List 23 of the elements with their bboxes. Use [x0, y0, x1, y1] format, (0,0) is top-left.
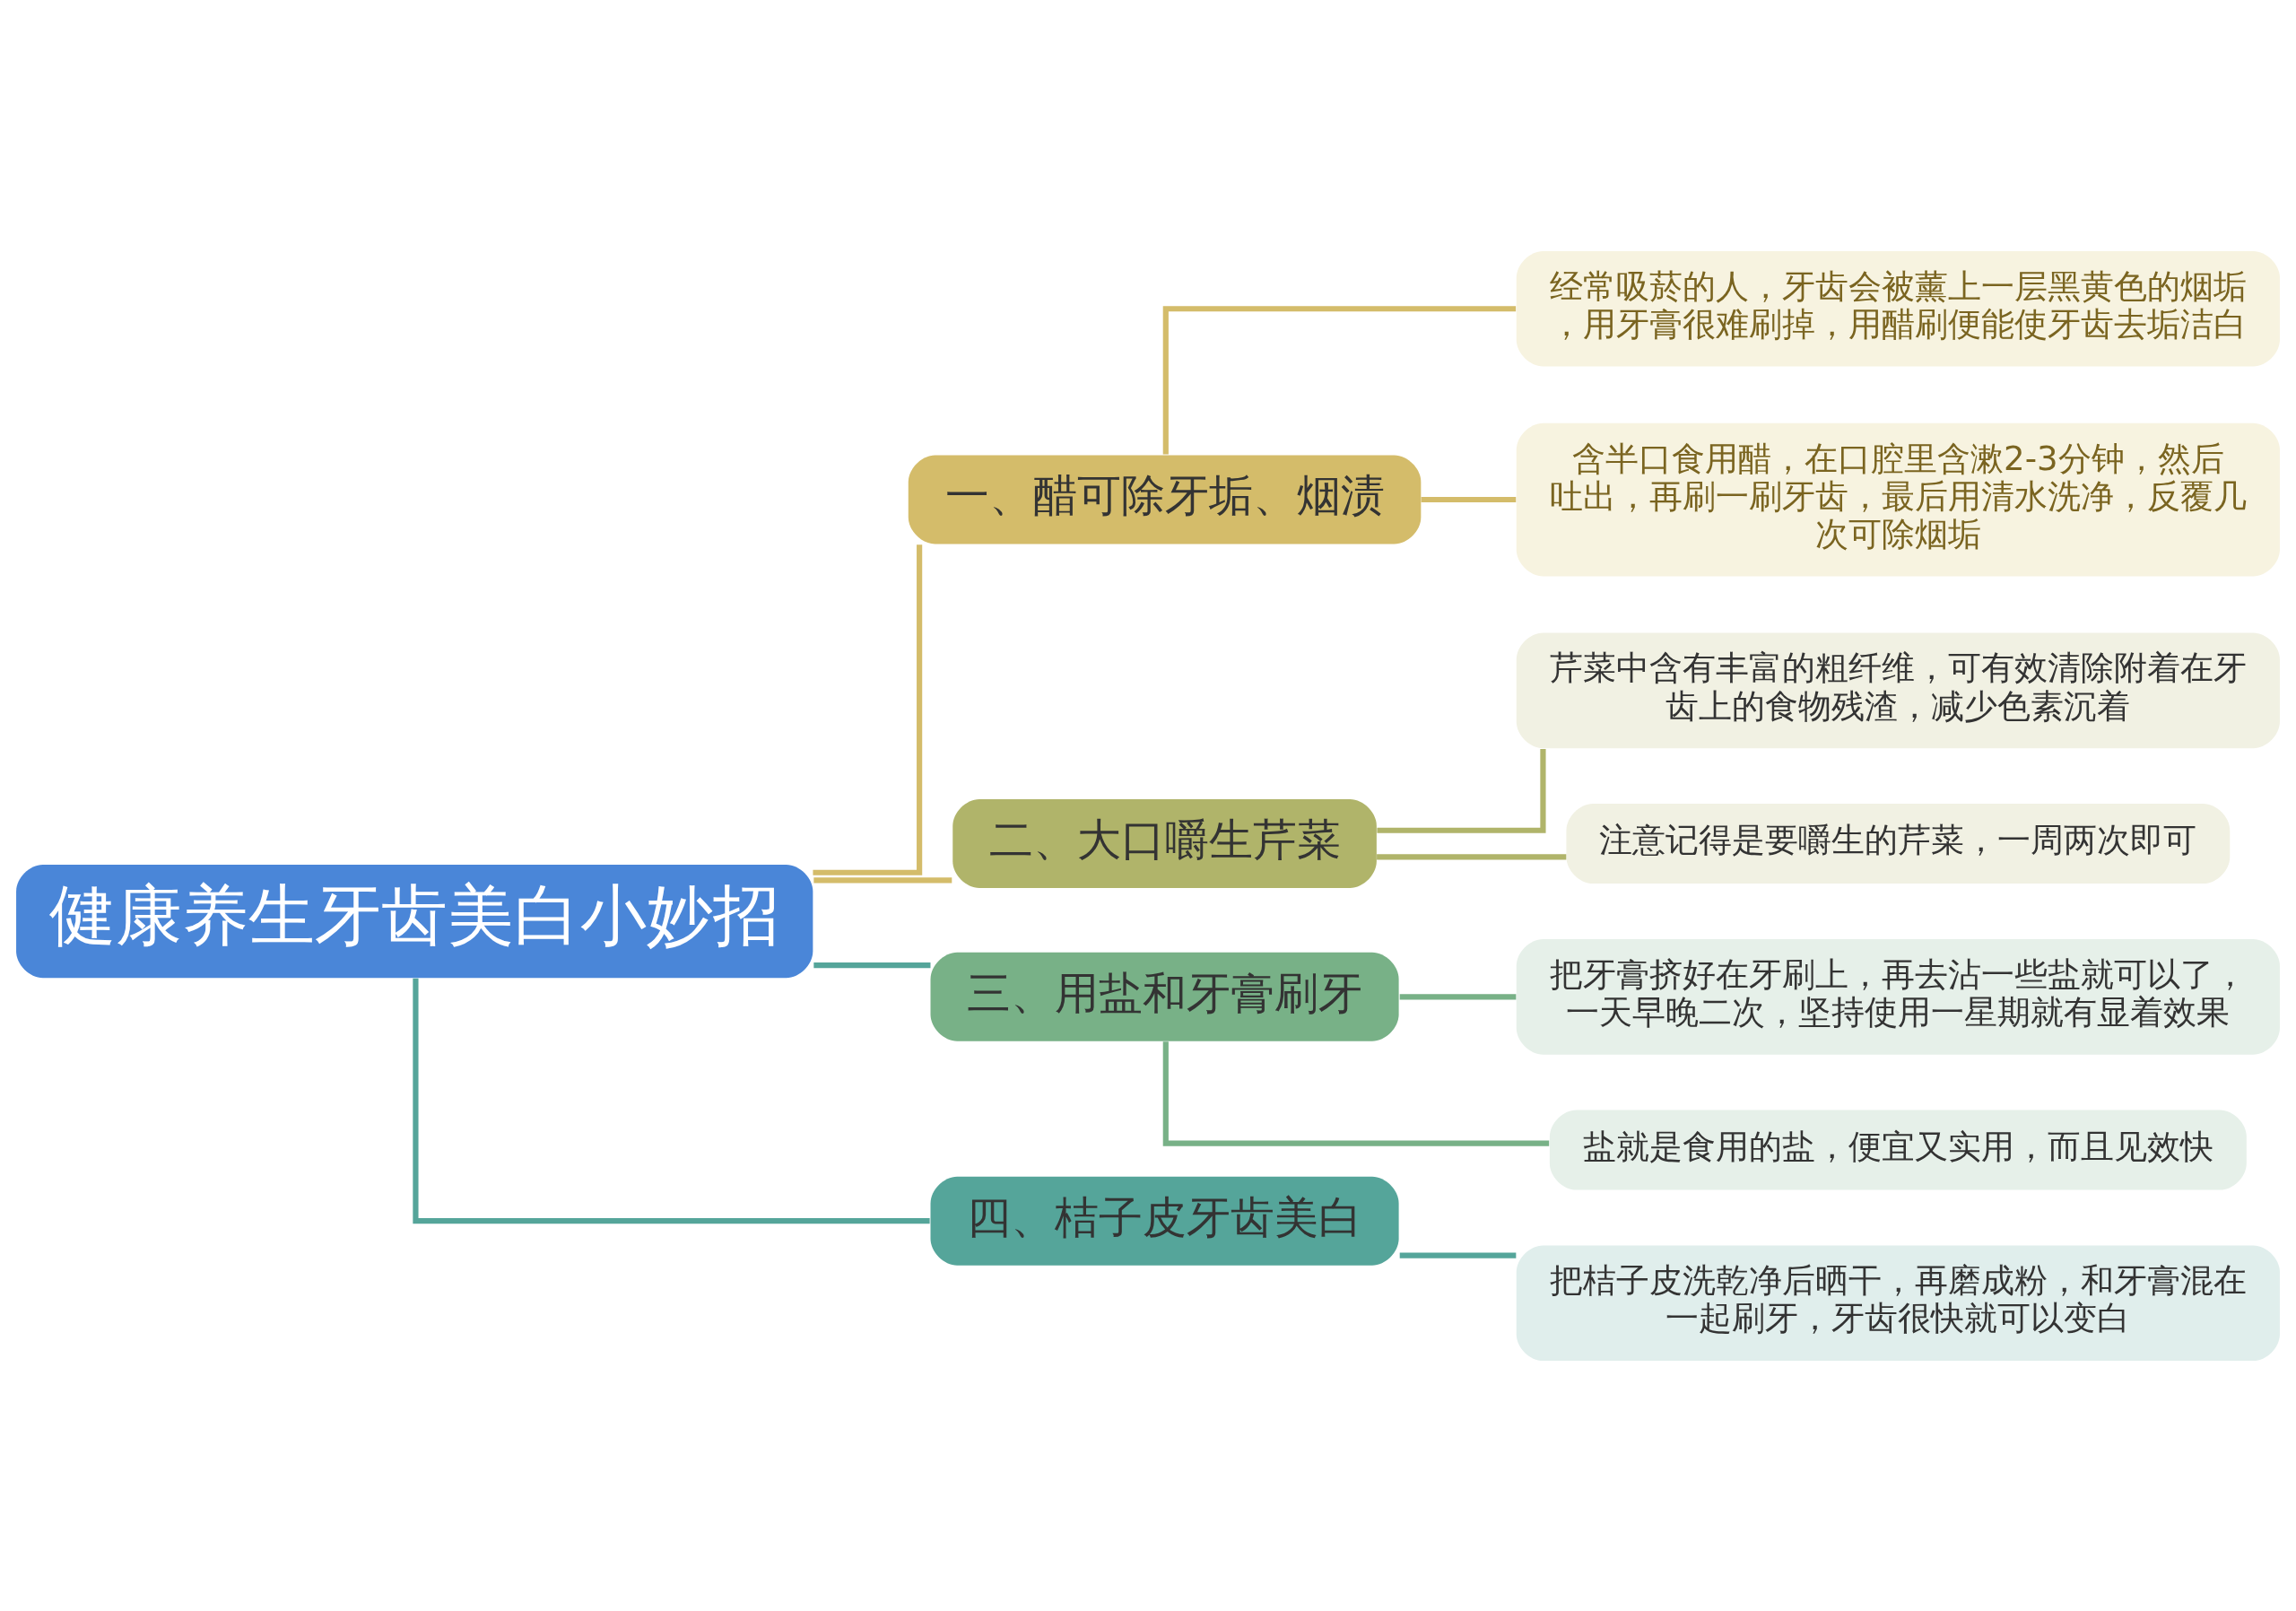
connector: [1162, 305, 1517, 455]
connector: [813, 962, 931, 968]
node-box: 注意记得是要嚼生的芹菜，一周两次即可: [1566, 803, 2231, 884]
node-box: 经常吸菸的人，牙齿会被薰上一层黑黄色的烟垢，用牙膏很难刷掉，用醋刷便能使牙齿去垢洁白: [1516, 250, 2280, 367]
node-box: 三、用盐和牙膏刷牙: [930, 952, 1399, 1041]
connector: [413, 978, 930, 1223]
node-box: 四、桔子皮牙齿美白: [930, 1176, 1399, 1266]
node-box: 芹菜中含有丰富的粗纤维，可有效清除附着在牙齿上的食物残渣，减少色素沉着: [1516, 632, 2280, 748]
connector: [1162, 1041, 1550, 1146]
connector: [813, 544, 923, 875]
node-box: 二、大口嚼生芹菜: [952, 798, 1377, 888]
connector: [1377, 748, 1546, 833]
node-box: 含半口食用醋，在口腔里含漱2-3分钟，然后吐出，再刷一刷牙齿，最后用清水洗净，反覆几次可除烟垢: [1516, 422, 2280, 576]
connector: [1399, 1251, 1517, 1258]
connector: [1377, 853, 1567, 859]
node-box: 健康养生牙齿美白小妙招: [16, 864, 813, 978]
node-box: 一、醋可除牙垢、烟渍: [908, 455, 1422, 544]
connector: [1399, 993, 1517, 999]
node-box: 把桔子皮洗乾净后晒干，再磨成粉，和牙膏混在一起刷牙，牙齿很快就可以变白: [1516, 1244, 2280, 1361]
node-box: 把牙膏挤好在牙刷上，再去沾一些盐就可以了，一天早晚二次，坚持使用一星期就有显着效果: [1516, 938, 2280, 1055]
connector: [1421, 496, 1517, 502]
node-box: 盐就是食用的盐，便宜又实用，而且见效快: [1549, 1110, 2247, 1190]
connector: [813, 876, 952, 883]
